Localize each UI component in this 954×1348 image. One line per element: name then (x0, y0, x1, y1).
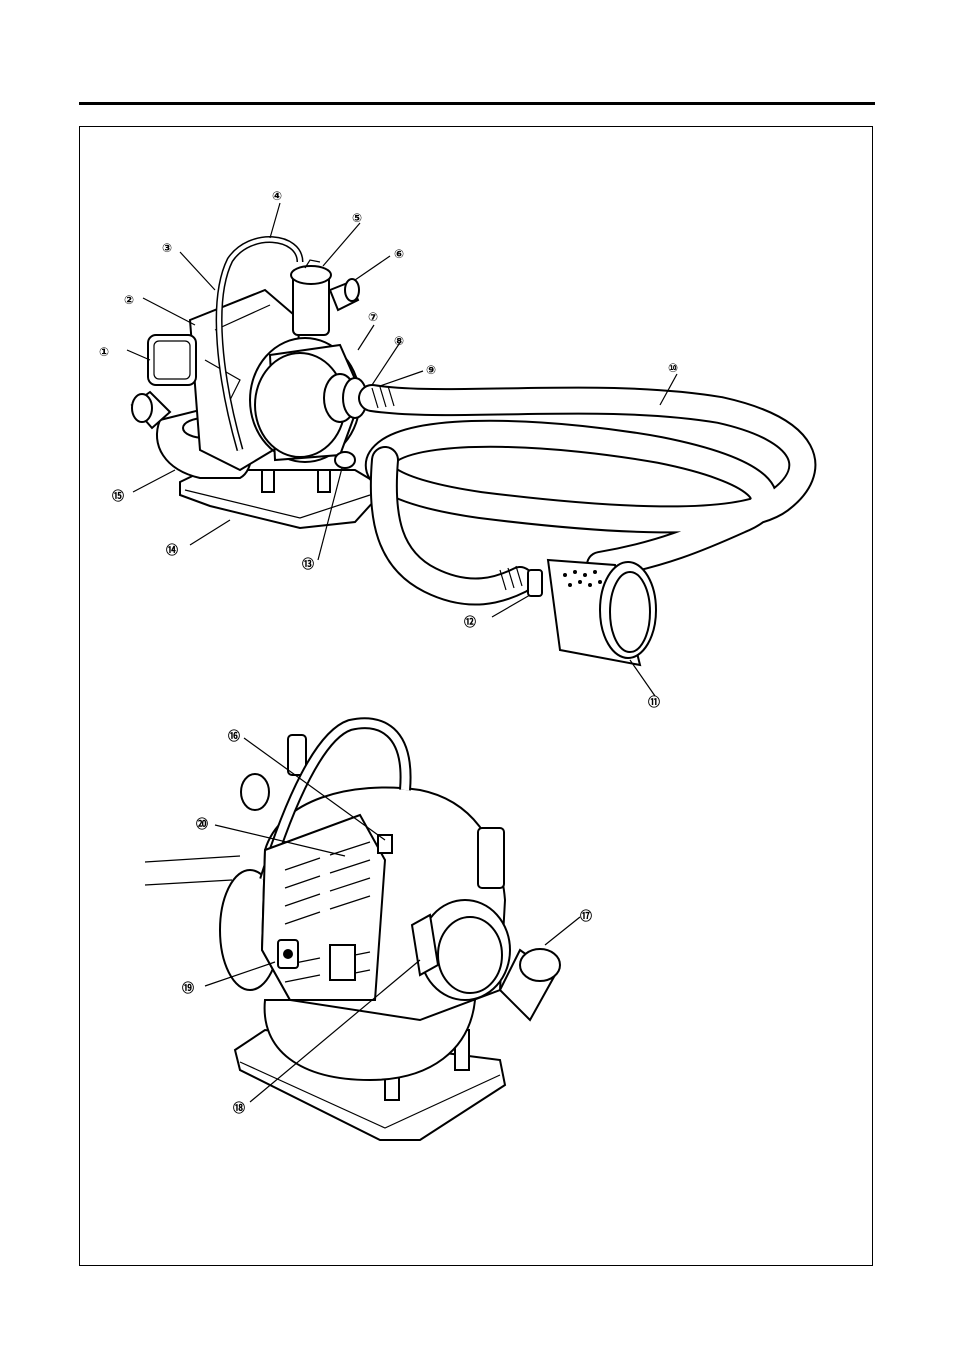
callout-8: ⑧ (394, 334, 404, 348)
callout-9: ⑨ (426, 363, 436, 377)
callout-20: ⑳ (196, 816, 208, 831)
callout-18: ⑱ (233, 1100, 245, 1115)
callout-7: ⑦ (368, 310, 378, 324)
callout-4: ④ (272, 189, 282, 203)
pump-rear-view (145, 723, 560, 1140)
callout-19: ⑲ (182, 980, 194, 995)
callout-1: ① (99, 345, 109, 359)
callout-10: ⑩ (668, 361, 678, 375)
callout-3: ③ (162, 241, 172, 255)
pump-front-view (132, 240, 375, 528)
callout-12: ⑫ (464, 614, 476, 629)
callout-14: ⑭ (166, 542, 178, 557)
callout-2: ② (124, 293, 134, 307)
callout-17: ⑰ (580, 908, 592, 923)
callout-13: ⑬ (302, 556, 314, 571)
callout-11: ⑪ (648, 694, 660, 709)
suction-hose (372, 386, 802, 665)
callout-16: ⑯ (228, 728, 240, 743)
callout-6: ⑥ (394, 247, 404, 261)
callout-5: ⑤ (352, 211, 362, 225)
callout-15: ⑮ (112, 488, 124, 503)
